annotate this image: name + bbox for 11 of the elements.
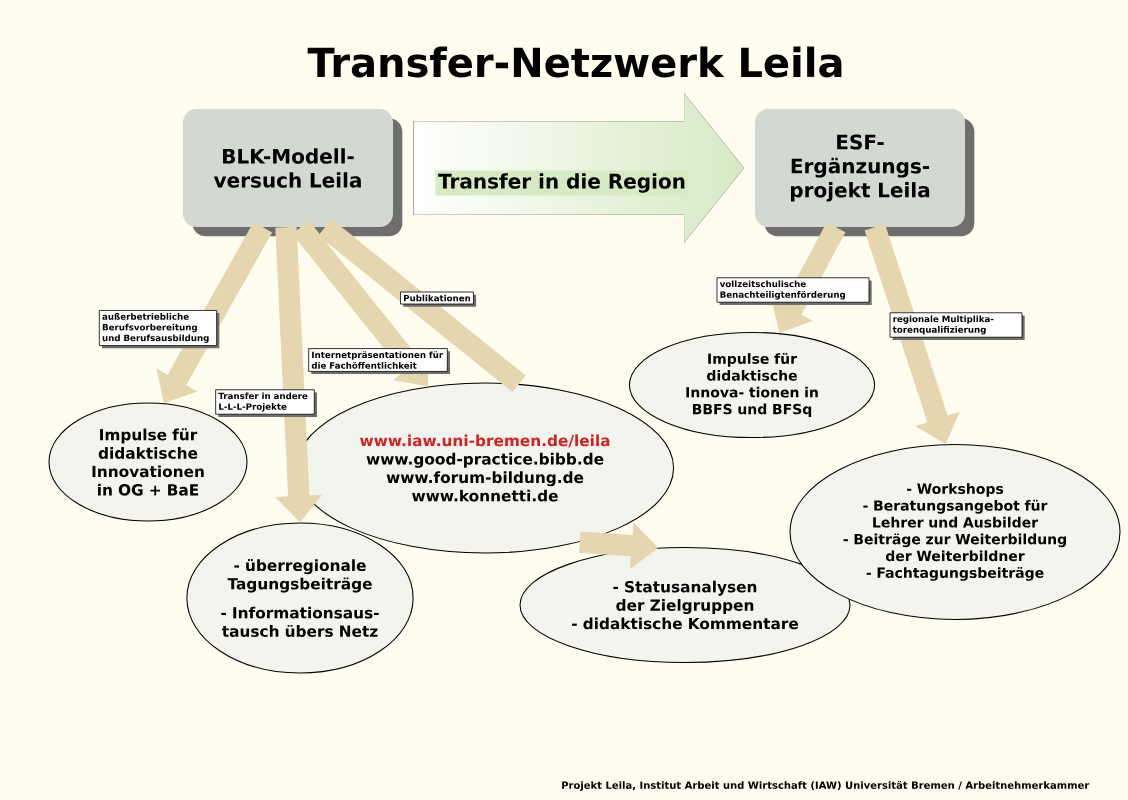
project-box: ESF- Ergänzungs- projekt Leila [755,109,975,237]
edge-label: außerbetriebliche Berufsvorbereitung und Berufsausbildung [98,310,220,349]
edge-label: Internetpräsentationen für die Fachöffentlichkeit [308,348,450,375]
edge-label: vollzeitschulische Benachteiligtenförderung [716,277,872,305]
edge-label: Transfer in andere L-L-L-Projekte [215,389,317,417]
title: Transfer-Netzwerk Leila [307,46,842,78]
edge-label: Publikationen [400,291,477,307]
footer-note: Projekt Leila, Institut Arbeit und Wirtschaft (IAW) Universität Bremen / Arbeitnehmerkammer [562,781,1090,791]
project-box: BLK-Modell- versuch Leila [183,109,403,237]
edge-label: regionale Multiplika- torenqualifizierung [889,312,1025,340]
edge-label: Transfer in die Region [435,170,689,196]
